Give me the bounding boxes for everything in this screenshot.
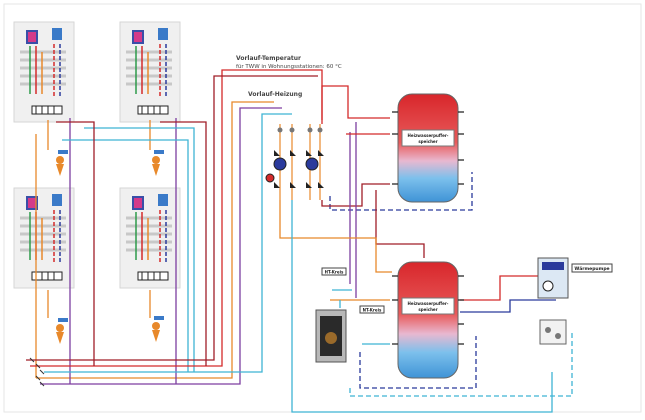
boiler-unit [315, 309, 347, 363]
storage-tank-top: Heizwasserpuffer- speicher [392, 93, 464, 203]
tank-top-label-2: speicher [418, 139, 437, 144]
apartment-station-1 [13, 21, 75, 123]
apartment-station-2 [119, 21, 181, 123]
pipe-end-markers [29, 357, 45, 387]
shower-icon [152, 316, 164, 342]
heat-pump-label: Wärmepumpe [574, 266, 609, 272]
vorlauf-heizung-label: Vorlauf-Heizung [248, 91, 302, 98]
tank-top-label-1: Heizwasserpuffer- [408, 133, 449, 138]
tank-bottom-label-2: speicher [418, 307, 437, 312]
hydraulic-module [265, 124, 324, 200]
tank-bottom-label-1: Heizwasserpuffer- [408, 301, 449, 306]
shower-icon [152, 150, 164, 176]
shower-icon [56, 318, 68, 344]
heat-pump-hydraulic [539, 319, 567, 345]
kessel-tag-2: NT-Kreis [359, 305, 385, 314]
storage-tank-bottom: Heizwasserpuffer- speicher [392, 261, 464, 379]
shower-icon [56, 150, 68, 176]
heat-pump: Wärmepumpe [537, 257, 613, 299]
apartment-station-3 [13, 187, 75, 289]
vorlauf-temp-subtitle: für TWW in Wohnungsstationen: 60 °C [236, 64, 342, 70]
svg-text:HT-Kreis: HT-Kreis [325, 270, 344, 275]
tank-connection-pipes [279, 85, 573, 413]
svg-text:NT-Kreis: NT-Kreis [363, 308, 382, 313]
vorlauf-temp-title: Vorlauf-Temperatur [236, 55, 301, 62]
apartment-station-4 [119, 187, 181, 289]
kessel-tag-1: HT-Kreis [321, 267, 347, 276]
